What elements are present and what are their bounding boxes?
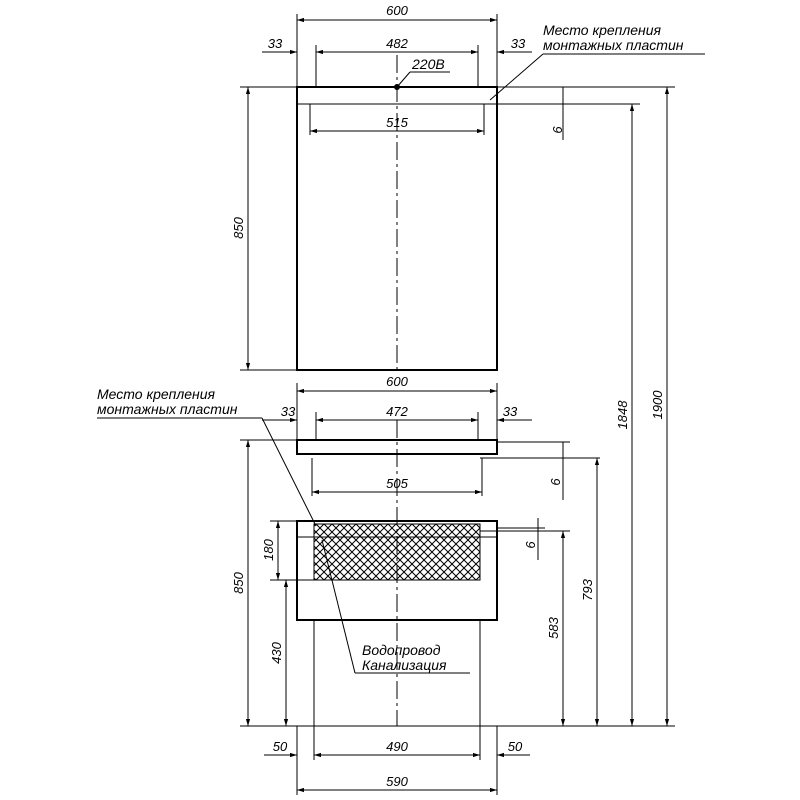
top-note-line1: Место крепления <box>543 22 662 38</box>
bottom-note-line1: Место крепления <box>97 386 216 402</box>
bottom-side-left-label: 33 <box>281 404 296 419</box>
bottom-note-line2: монтажных пластин <box>97 401 238 417</box>
plumbing-leader <box>321 539 356 674</box>
plumbing-label-1: Водопровод <box>362 642 441 658</box>
bottom-unit: 600 33 472 33 505 6 6 Место крепления мо… <box>97 86 675 795</box>
base-width-label: 590 <box>386 774 408 789</box>
top-unit: 600 33 482 33 220В 515 6 850 Место крепл… <box>231 3 705 371</box>
foot-inner-label: 490 <box>386 739 408 754</box>
bottom-note-leader <box>261 417 317 527</box>
bottom-inner-label: 472 <box>386 404 408 419</box>
top-note-line2: монтажных пластин <box>543 37 684 53</box>
top-width-label: 600 <box>386 3 408 18</box>
total-height-label: 1900 <box>650 390 665 420</box>
plumbing-label-2: Канализация <box>362 657 447 673</box>
leg-height-label: 430 <box>269 641 284 663</box>
bottom-height-label: 850 <box>231 571 246 593</box>
drawer-height-label: 180 <box>261 538 276 560</box>
top-side-left-label: 33 <box>268 36 283 51</box>
top-panel-width-label: 515 <box>386 115 408 130</box>
bottom-panel-thickness-label: 6 <box>548 478 563 486</box>
mount-height-label: 793 <box>580 578 595 600</box>
bottom-panel-width-label: 505 <box>386 476 408 491</box>
power-label: 220В <box>411 56 445 72</box>
top-inner-label: 482 <box>386 36 408 51</box>
foot-right-label: 50 <box>508 739 523 754</box>
top-note-leader <box>489 53 544 101</box>
bottom-panel-thickness-2-label: 6 <box>523 541 538 549</box>
bottom-side-right-label: 33 <box>503 404 518 419</box>
bottom-width-label: 600 <box>386 374 408 389</box>
plumbing-height-label: 583 <box>546 616 561 638</box>
top-side-right-label: 33 <box>511 36 526 51</box>
top-height-label: 850 <box>231 216 246 238</box>
foot-left-label: 50 <box>273 739 288 754</box>
total-mount-height-label: 1848 <box>615 400 630 430</box>
top-panel-thickness-label: 6 <box>550 126 565 134</box>
